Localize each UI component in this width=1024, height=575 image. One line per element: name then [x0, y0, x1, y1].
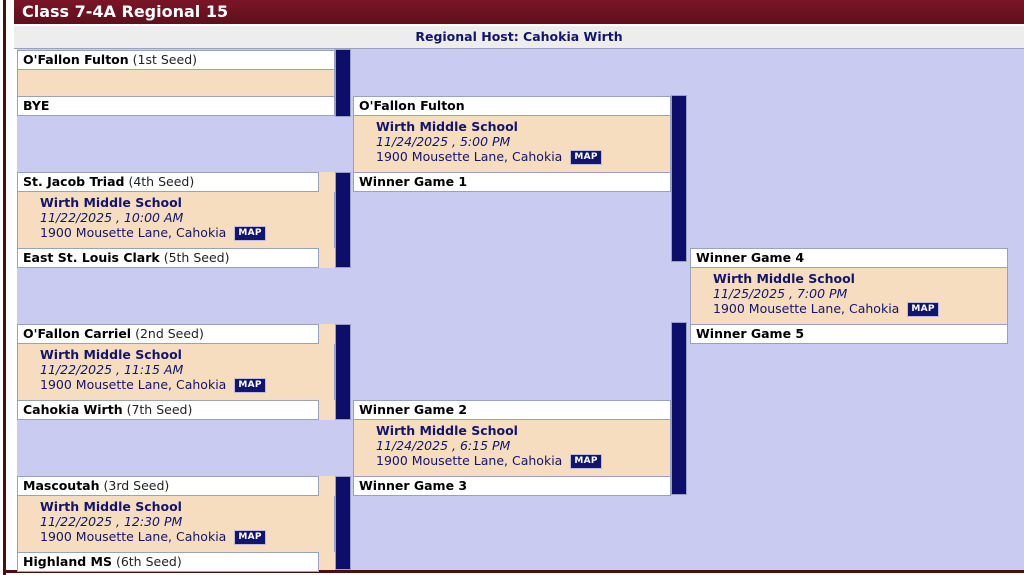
bracket-slot-team[interactable]: BYE: [17, 96, 335, 116]
game-detail: Wirth Middle School 11/22/2025 , 10:00 A…: [17, 192, 335, 248]
team-seed: (3rd Seed): [103, 478, 170, 493]
bracket-connector: [335, 172, 351, 268]
bracket-connector: [335, 476, 351, 570]
team-name: Winner Game 5: [696, 326, 805, 341]
game-detail-empty: [17, 70, 335, 96]
venue-address-line: 1900 Mousette Lane, Cahokia MAP: [40, 529, 334, 545]
team-name: St. Jacob Triad: [23, 174, 125, 189]
game-detail: Wirth Middle School 11/24/2025 , 5:00 PM…: [353, 116, 671, 172]
team-name: O'Fallon Carriel: [23, 326, 132, 341]
team-name: Winner Game 3: [359, 478, 468, 493]
team-name: Cahokia Wirth: [23, 402, 123, 417]
page-title: Class 7-4A Regional 15: [14, 0, 1024, 24]
venue-address: 1900 Mousette Lane, Cahokia: [713, 301, 900, 316]
venue-name: Wirth Middle School: [40, 499, 182, 514]
venue-name: Wirth Middle School: [376, 423, 518, 438]
bracket-slot-team[interactable]: Highland MS (6th Seed): [17, 552, 319, 572]
game-datetime: 11/24/2025 , 6:15 PM: [376, 438, 511, 453]
bracket-left-gutter: [14, 49, 17, 570]
venue-address: 1900 Mousette Lane, Cahokia: [376, 453, 563, 468]
map-link-icon[interactable]: MAP: [570, 150, 602, 165]
bracket-slot-team[interactable]: Winner Game 5: [690, 324, 1008, 344]
venue-address: 1900 Mousette Lane, Cahokia: [376, 149, 563, 164]
team-name: Winner Game 1: [359, 174, 468, 189]
bracket-slot-team[interactable]: East St. Louis Clark (5th Seed): [17, 248, 319, 268]
game-datetime: 11/25/2025 , 7:00 PM: [713, 286, 848, 301]
team-name: Winner Game 2: [359, 402, 468, 417]
venue-address-line: 1900 Mousette Lane, Cahokia MAP: [40, 225, 334, 241]
bracket-slot-team[interactable]: Winner Game 4: [690, 248, 1008, 268]
venue-name: Wirth Middle School: [40, 347, 182, 362]
bracket-slot-team[interactable]: Winner Game 3: [353, 476, 671, 496]
venue-address: 1900 Mousette Lane, Cahokia: [40, 377, 227, 392]
team-name: Highland MS: [23, 554, 112, 569]
regional-host-label: Regional Host: Cahokia Wirth: [14, 26, 1024, 49]
bracket-slot-team[interactable]: O'Fallon Carriel (2nd Seed): [17, 324, 319, 344]
game-detail: Wirth Middle School 11/22/2025 , 12:30 P…: [17, 496, 335, 552]
team-seed: (2nd Seed): [135, 326, 204, 341]
team-name: O'Fallon Fulton: [23, 52, 129, 67]
venue-address-line: 1900 Mousette Lane, Cahokia MAP: [713, 301, 1007, 317]
map-link-icon[interactable]: MAP: [234, 226, 266, 241]
team-name: Mascoutah: [23, 478, 100, 493]
game-detail: Wirth Middle School 11/24/2025 , 6:15 PM…: [353, 420, 671, 476]
game-detail: Wirth Middle School 11/25/2025 , 7:00 PM…: [690, 268, 1008, 324]
game-datetime: 11/22/2025 , 10:00 AM: [40, 210, 184, 225]
team-name: East St. Louis Clark: [23, 250, 160, 265]
team-seed: (1st Seed): [132, 52, 197, 67]
team-name: O'Fallon Fulton: [359, 98, 465, 113]
venue-name: Wirth Middle School: [40, 195, 182, 210]
game-datetime: 11/22/2025 , 12:30 PM: [40, 514, 183, 529]
game-datetime: 11/22/2025 , 11:15 AM: [40, 362, 184, 377]
bracket-connector: [335, 49, 351, 117]
bracket-slot-team[interactable]: O'Fallon Fulton: [353, 96, 671, 116]
game-datetime: 11/24/2025 , 5:00 PM: [376, 134, 511, 149]
slot-peach-tab: [319, 172, 335, 192]
team-seed: (4th Seed): [128, 174, 195, 189]
team-seed: (6th Seed): [115, 554, 182, 569]
game-detail: Wirth Middle School 11/22/2025 , 11:15 A…: [17, 344, 335, 400]
venue-address-line: 1900 Mousette Lane, Cahokia MAP: [376, 149, 670, 165]
bracket-slot-team[interactable]: Winner Game 2: [353, 400, 671, 420]
bracket-slot-team[interactable]: Winner Game 1: [353, 172, 671, 192]
bracket-connector: [671, 95, 687, 262]
team-seed: (5th Seed): [163, 250, 230, 265]
venue-address-line: 1900 Mousette Lane, Cahokia MAP: [376, 453, 670, 469]
page-frame-bottom-border: [3, 570, 1024, 573]
bracket-slot-team[interactable]: Mascoutah (3rd Seed): [17, 476, 319, 496]
venue-name: Wirth Middle School: [713, 271, 855, 286]
bracket-connector: [335, 324, 351, 420]
map-link-icon[interactable]: MAP: [234, 530, 266, 545]
bracket-slot-team[interactable]: Cahokia Wirth (7th Seed): [17, 400, 319, 420]
slot-peach-tab: [319, 476, 335, 496]
map-link-icon[interactable]: MAP: [907, 302, 939, 317]
venue-address: 1900 Mousette Lane, Cahokia: [40, 225, 227, 240]
map-link-icon[interactable]: MAP: [234, 378, 266, 393]
venue-address: 1900 Mousette Lane, Cahokia: [40, 529, 227, 544]
bracket-connector: [671, 322, 687, 495]
slot-peach-tab: [319, 400, 335, 420]
bracket-slot-team[interactable]: O'Fallon Fulton (1st Seed): [17, 50, 335, 70]
team-name: BYE: [23, 98, 50, 113]
team-name: Winner Game 4: [696, 250, 805, 265]
team-seed: (7th Seed): [126, 402, 193, 417]
venue-address-line: 1900 Mousette Lane, Cahokia MAP: [40, 377, 334, 393]
bracket-slot-team[interactable]: St. Jacob Triad (4th Seed): [17, 172, 319, 192]
page-frame-left-border: [3, 0, 6, 575]
venue-name: Wirth Middle School: [376, 119, 518, 134]
slot-peach-tab: [319, 552, 335, 570]
slot-peach-tab: [319, 248, 335, 268]
map-link-icon[interactable]: MAP: [570, 454, 602, 469]
slot-peach-tab: [319, 324, 335, 344]
